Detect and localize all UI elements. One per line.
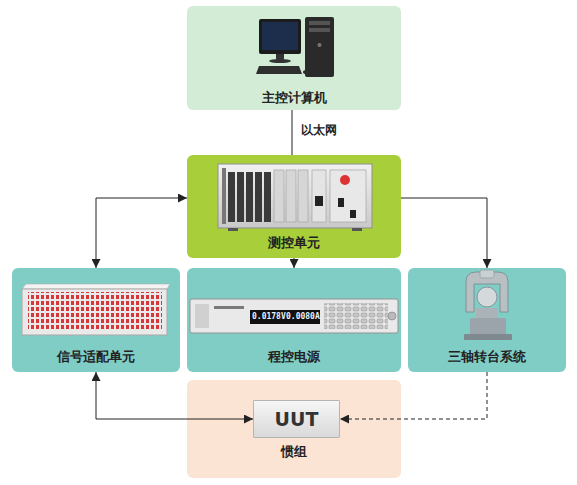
- node-label: 主控计算机: [187, 90, 401, 106]
- connector-arrow: [294, 258, 295, 268]
- edge-label: 以太网: [301, 123, 337, 137]
- device-box: UUT: [253, 400, 340, 438]
- turntable-illustration: [464, 270, 512, 340]
- connector-arrow: [96, 198, 187, 268]
- adapter-illustration: [22, 284, 170, 335]
- connector-arrow: [96, 372, 253, 419]
- node-label: 程控电源: [187, 349, 401, 365]
- rack-illustration: [218, 164, 372, 231]
- node-label: 信号适配单元: [12, 349, 180, 365]
- computer-illustration: [256, 17, 334, 77]
- node-label: 测控单元: [187, 235, 401, 251]
- node-label: UUT: [254, 401, 339, 437]
- power-supply-illustration: [190, 299, 398, 333]
- unit-box: 惯组 UUT: [187, 380, 401, 478]
- connector-arrow: [340, 372, 487, 419]
- node-label: 三轴转台系统: [408, 349, 566, 365]
- connector-arrow: [401, 198, 487, 268]
- display-reading: 0.0080A: [286, 311, 320, 323]
- node-label: 惯组: [187, 444, 401, 460]
- connector-arrow: [292, 110, 293, 155]
- display-reading: 0.0178V: [252, 311, 286, 323]
